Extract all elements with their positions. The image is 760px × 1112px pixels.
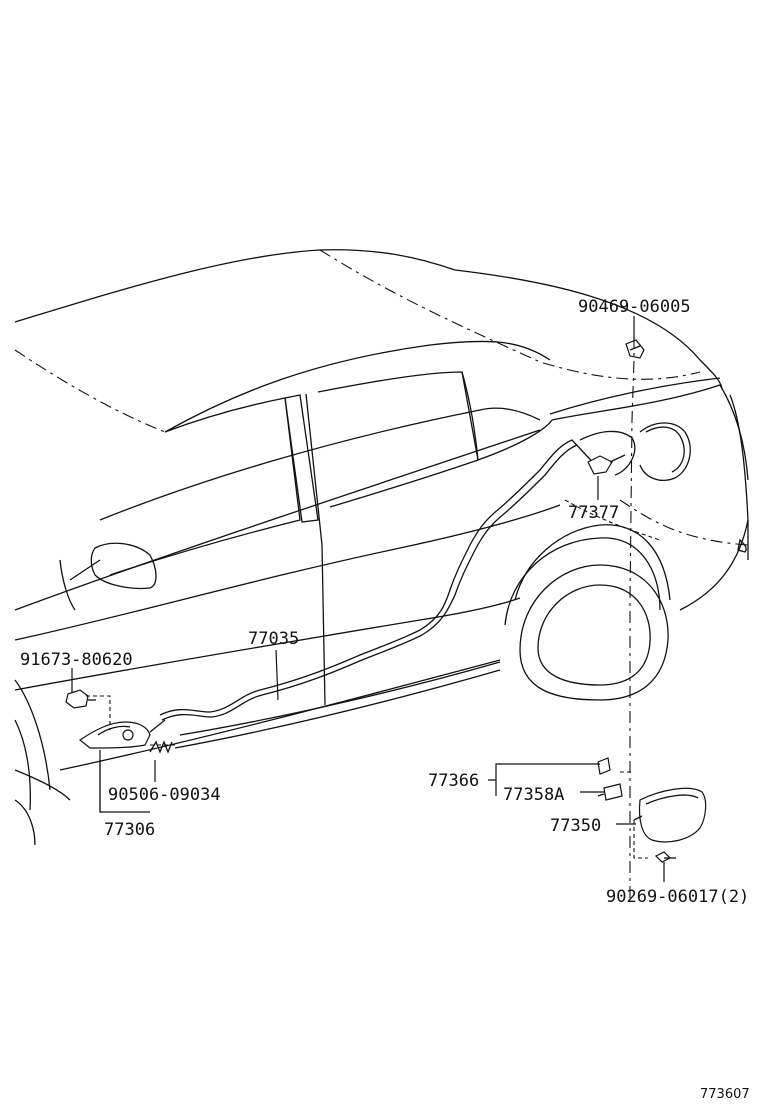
label-91673-80620: 91673-80620 xyxy=(20,650,133,670)
label-77306: 77306 xyxy=(104,820,155,840)
bracket-77366-icon xyxy=(597,757,611,775)
fuel-hose-77377-icon xyxy=(587,454,626,475)
car-body-outline xyxy=(14,249,749,846)
figure-reference: 773607 xyxy=(700,1087,750,1102)
label-77350: 77350 xyxy=(550,816,601,836)
bolt-91673-icon xyxy=(65,689,96,709)
label-77366: 77366 xyxy=(428,771,479,791)
label-90469-06005: 90469-06005 xyxy=(578,297,691,317)
label-77035: 77035 xyxy=(248,629,299,649)
leader-lines xyxy=(71,316,665,882)
hinge-77358A-icon xyxy=(597,783,623,801)
label-90269-06017: 90269-06017(2) xyxy=(606,887,749,907)
assembly-line-right xyxy=(629,336,635,900)
label-77377: 77377 xyxy=(568,503,619,523)
screw-90269-icon xyxy=(654,851,676,863)
label-77358A: 77358A xyxy=(503,785,564,805)
opener-lever-77306-icon xyxy=(78,719,166,749)
spring-90506-icon xyxy=(149,740,173,754)
release-cable xyxy=(159,439,601,716)
label-90506-09034: 90506-09034 xyxy=(108,785,221,805)
fuel-lid-77350-icon xyxy=(633,787,707,843)
clip-90469-icon xyxy=(625,339,645,359)
